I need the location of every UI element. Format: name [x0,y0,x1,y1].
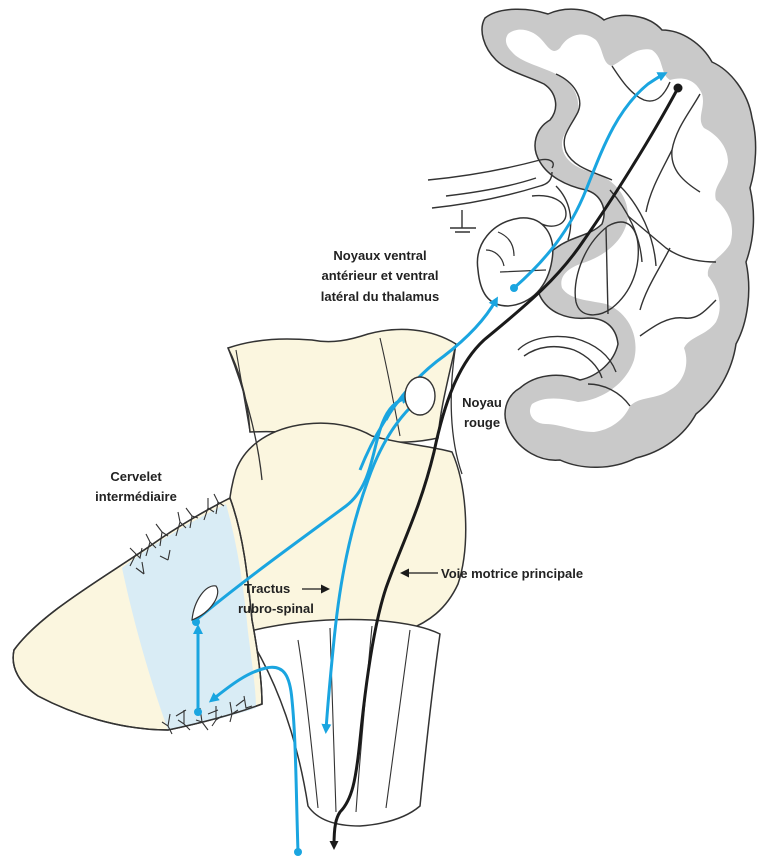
motor-cortex-neuron [674,84,683,93]
label-thalamus: Noyaux ventral antérieur et ventral laté… [321,248,439,304]
cerebellar-cortex-neuron [194,708,202,716]
label-rubrospinal-line2: rubro-spinal [238,601,314,616]
label-thalamus-line2: antérieur et ventral [321,268,438,283]
label-cerebellum-line2: intermédiaire [95,489,177,504]
label-main-motor-pathway-text: Voie motrice principale [441,566,583,581]
label-cerebellum: Cervelet intermédiaire [95,469,177,504]
label-thalamus-line3: latéral du thalamus [321,289,439,304]
red-nucleus [405,377,435,415]
label-red-nucleus-line1: Noyau [462,395,502,410]
label-red-nucleus-line2: rouge [464,415,500,430]
label-thalamus-line1: Noyaux ventral [333,248,426,263]
thalamus-neuron [510,284,518,292]
label-cerebellum-line1: Cervelet [110,469,162,484]
label-red-nucleus: Noyau rouge [462,395,502,430]
spinal-input-neuron [294,848,302,856]
medulla [246,620,440,827]
cerebellum [13,494,262,734]
corpus-callosum [428,159,566,232]
label-rubrospinal-line1: Tractus [244,581,290,596]
